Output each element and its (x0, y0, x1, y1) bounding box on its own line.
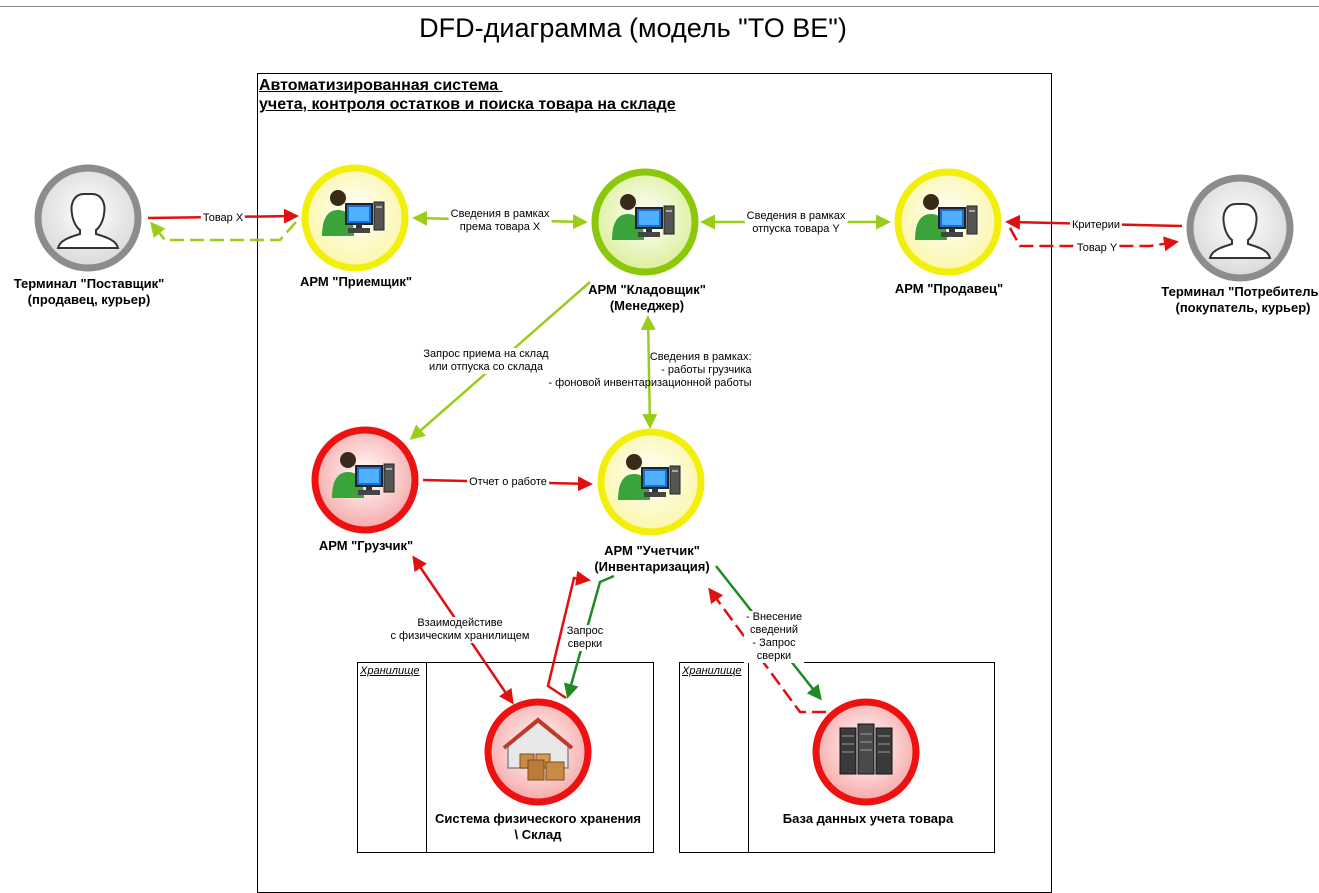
store-caption: Хранилище (682, 665, 742, 677)
flow-label-report: Отчет о работе (467, 476, 549, 489)
seller-node[interactable] (894, 168, 1002, 276)
store-divider (426, 663, 427, 852)
warehouse-icon (502, 717, 574, 781)
flow-check-request (546, 570, 615, 700)
database-node[interactable] (812, 698, 920, 806)
flow-label-receipt-info: Сведения в рамках према товара X (448, 208, 552, 234)
accountant-node[interactable] (597, 428, 705, 536)
top-border (0, 6, 1319, 7)
server-rack-icon (839, 723, 893, 775)
seller-label-text: АРМ "Продавец" (894, 281, 1004, 296)
flow-label-criteria: Критерии (1069, 219, 1123, 232)
receiver-node[interactable] (301, 164, 409, 272)
flow-label-request: Запрос приема на склад или отпуска со ск… (421, 348, 551, 374)
storekeeper-label-text: АРМ "Кладовщик" (Менеджер) (588, 282, 706, 313)
system-title: Автоматизированная система учета, контро… (259, 76, 676, 114)
receiver-label-text: АРМ "Приемщик" (299, 274, 413, 289)
database-label-text: База данных учета товара (782, 811, 954, 826)
flow-label-work-info: Сведения в рамках: - работы грузчика - ф… (548, 351, 752, 389)
storekeeper-node[interactable] (591, 168, 699, 276)
consumer-label-text: Терминал "Потребитель" (покупатель, курь… (1161, 284, 1319, 315)
flow-label-interaction: Взаимодейстиве с физическим хранилищем (388, 617, 532, 643)
accountant-label-text: АРМ "Учетчик" (Инвентаризация) (594, 543, 710, 574)
flow-label-release-info: Сведения в рамках отпуска товара Y (744, 210, 848, 236)
supplier-label: Терминал "Поставщик" (продавец, курьер) (14, 276, 165, 308)
store-divider (748, 663, 749, 852)
flow-label-check-request: Запрос сверки (564, 625, 606, 651)
loader-label: АРМ "Грузчик" (319, 538, 413, 554)
warehouse-label: Система физического хранения \ Склад (435, 811, 641, 843)
storekeeper-label: АРМ "Кладовщик" (Менеджер) (588, 282, 706, 314)
dfd-diagram (34, 164, 1294, 806)
loader-label-text: АРМ "Грузчик" (318, 538, 414, 553)
flow-label-goods-y: Товар Y (1074, 242, 1120, 255)
flow-work-info (640, 315, 658, 429)
system-title-line1: Автоматизированная система (259, 77, 503, 94)
supplier-label-text: Терминал "Поставщик" (продавец, курьер) (13, 276, 165, 307)
receiver-label: АРМ "Приемщик" (300, 274, 412, 290)
flow-label-goods-x: Товар X (200, 212, 246, 225)
consumer-terminal-node[interactable] (1186, 174, 1294, 282)
page-title: DFD-диаграмма (модель "TO BE") (419, 13, 847, 43)
flow-label-database: - Внесение сведений - Запрос сверки (743, 611, 805, 663)
supplier-terminal-node[interactable] (34, 164, 142, 272)
store-caption: Хранилище (360, 665, 420, 677)
warehouse-label-text: Система физического хранения \ Склад (435, 811, 641, 842)
seller-label: АРМ "Продавец" (895, 281, 1003, 297)
warehouse-node[interactable] (484, 698, 592, 806)
consumer-label: Терминал "Потребитель" (покупатель, курь… (1161, 284, 1319, 316)
loader-node[interactable] (311, 426, 419, 534)
database-label: База данных учета товара (783, 811, 953, 827)
accountant-label: АРМ "Учетчик" (Инвентаризация) (594, 543, 709, 575)
system-title-line2: учета, контроля остатков и поиска товара… (259, 96, 676, 113)
